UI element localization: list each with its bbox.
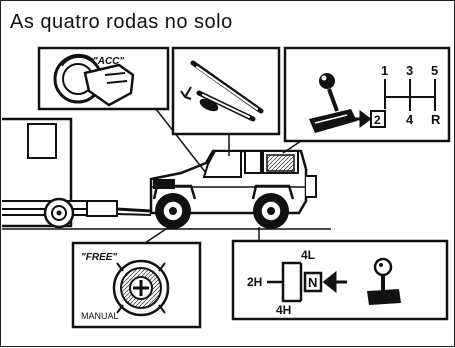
panel-ignition: "ACC" (37, 46, 170, 111)
down-arrow-icon (180, 86, 192, 100)
hub-label-manual: MANUAL (81, 311, 119, 321)
gear-bottom-2: 4 (406, 112, 414, 127)
ignition-label: "ACC" (93, 56, 124, 67)
gear-top-2: 5 (431, 63, 438, 78)
key-icon (83, 63, 135, 107)
transfer-label-4l: 4L (301, 248, 315, 262)
transfer-pattern (267, 261, 303, 303)
hub-label-free: "FREE" (81, 252, 117, 263)
jeep-vehicle (149, 149, 317, 229)
gear-top-0: 1 (381, 63, 388, 78)
arrow-right-icon (353, 110, 372, 128)
page-title: As quatro rodas no solo (10, 11, 233, 33)
shift-pattern (384, 79, 436, 111)
truck-wheel (43, 197, 75, 229)
transfer-label-n: N (308, 275, 317, 290)
panel-transfer: 2H 4L 4H N (231, 239, 449, 321)
tow-truck (2, 117, 152, 229)
gear-top-1: 3 (406, 63, 413, 78)
transfer-label-2h: 2H (247, 275, 262, 289)
jeep-rear-wheel (253, 193, 289, 229)
transfer-label-4h: 4H (276, 303, 291, 317)
gear-bottom-1: 2 (374, 113, 381, 127)
neutral-box (303, 271, 323, 293)
jeep-front-wheel (155, 193, 191, 229)
panel-free-hub: "FREE" MANUAL (71, 241, 202, 329)
panel-parking-brake (171, 46, 281, 136)
transfer-lever-icon (367, 257, 401, 305)
gear-bottom-3: R (431, 112, 441, 127)
arrow-left-icon (322, 270, 347, 294)
panel-transmission: 2 1 3 5 4 R (283, 46, 451, 143)
gear-shifter-icon (309, 73, 357, 133)
hub-icon (112, 259, 170, 317)
